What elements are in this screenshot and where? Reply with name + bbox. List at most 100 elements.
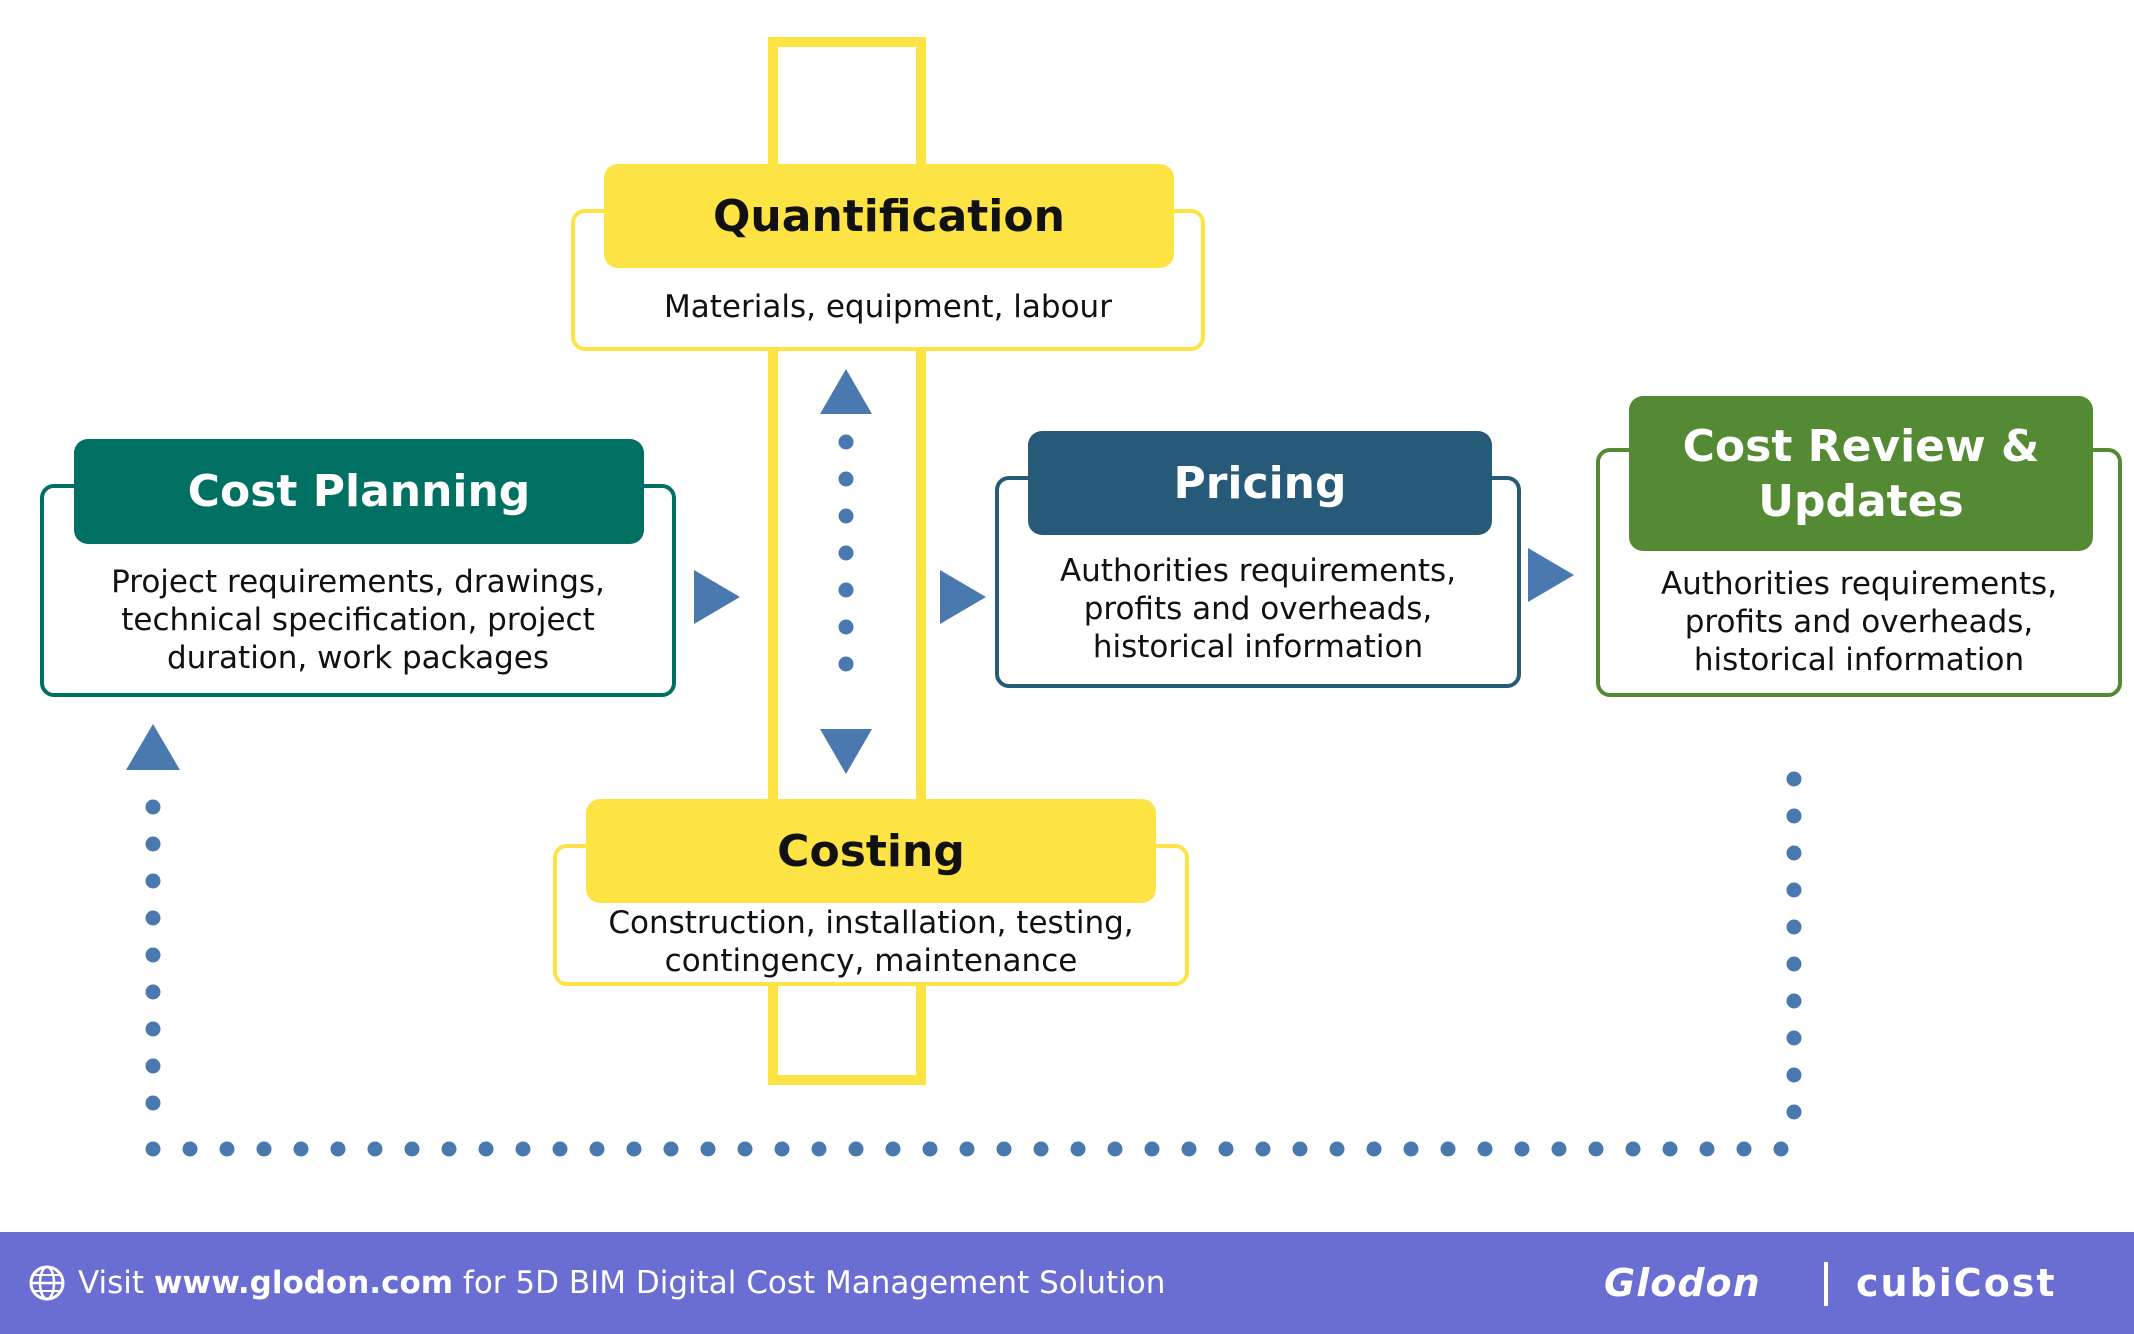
connector-dot bbox=[1786, 993, 1802, 1009]
description-line: duration, work packages bbox=[166, 640, 550, 676]
connector-dot bbox=[663, 1141, 679, 1157]
connector-dot bbox=[1786, 919, 1802, 935]
footer-link-text[interactable]: Visit www.glodon.com for 5D BIM Digital … bbox=[78, 1232, 1165, 1334]
footer-banner: Visit www.glodon.com for 5D BIM Digital … bbox=[0, 1232, 2134, 1334]
connector-dot bbox=[1366, 1141, 1382, 1157]
connector-dot bbox=[1786, 845, 1802, 861]
connector-dot bbox=[478, 1141, 494, 1157]
costing-description: Construction, installation, testing, con… bbox=[557, 903, 1185, 981]
connector-dot bbox=[1773, 1141, 1789, 1157]
connector-dot bbox=[996, 1141, 1012, 1157]
connector-dot bbox=[1255, 1141, 1271, 1157]
connector-dot bbox=[404, 1141, 420, 1157]
connector-dot bbox=[838, 471, 854, 487]
connector-dot bbox=[256, 1141, 272, 1157]
connector-dot bbox=[922, 1141, 938, 1157]
logo-divider bbox=[1824, 1262, 1828, 1306]
footer-visit-label: Visit bbox=[78, 1265, 154, 1301]
vertical-frame bbox=[768, 37, 926, 1085]
connector-dot bbox=[1292, 1141, 1308, 1157]
title-line: Cost Review & bbox=[1682, 420, 2040, 472]
description-line: Authorities requirements, bbox=[1059, 553, 1457, 589]
arrow-right-icon bbox=[1528, 548, 1574, 602]
glodon-logo: Glodon bbox=[1604, 1261, 1761, 1305]
connector-dot bbox=[1786, 882, 1802, 898]
connector-dot bbox=[145, 1021, 161, 1037]
costing-title: Costing bbox=[586, 799, 1156, 903]
connector-dot bbox=[145, 1095, 161, 1111]
connector-dot bbox=[1786, 956, 1802, 972]
connector-dot bbox=[1107, 1141, 1123, 1157]
description-line: Project requirements, drawings, bbox=[111, 564, 605, 600]
connector-dot bbox=[145, 1141, 161, 1157]
description-line: Construction, installation, testing, bbox=[608, 905, 1134, 941]
quantification-title: Quantification bbox=[604, 164, 1174, 268]
connector-dot bbox=[145, 799, 161, 815]
connector-dot bbox=[145, 910, 161, 926]
cost-planning-description: Project requirements, drawings, technica… bbox=[44, 548, 672, 692]
arrow-right-icon bbox=[940, 570, 986, 624]
description-line: profits and overheads, bbox=[1684, 603, 2034, 640]
connector-dot bbox=[589, 1141, 605, 1157]
connector-dot bbox=[848, 1141, 864, 1157]
connector-dot bbox=[1786, 771, 1802, 787]
connector-dot bbox=[145, 836, 161, 852]
dotted-feedback-loop bbox=[145, 771, 1802, 1157]
connector-dot bbox=[1440, 1141, 1456, 1157]
connector-dot bbox=[1477, 1141, 1493, 1157]
description-line: contingency, maintenance bbox=[664, 943, 1078, 979]
arrow-right-icon bbox=[694, 570, 740, 624]
description-line: historical information bbox=[1092, 629, 1424, 665]
connector-dot bbox=[1033, 1141, 1049, 1157]
connector-dot bbox=[959, 1141, 975, 1157]
connector-dot bbox=[700, 1141, 716, 1157]
footer-url[interactable]: www.glodon.com bbox=[153, 1265, 454, 1301]
connector-dot bbox=[737, 1141, 753, 1157]
cost-review-description: Authorities requirements, profits and ov… bbox=[1600, 551, 2118, 692]
cost-review-title: Cost Review & Updates bbox=[1629, 396, 2093, 551]
cubicost-logo: cubiCost bbox=[1856, 1261, 2057, 1305]
title-line: Updates bbox=[1758, 475, 1964, 527]
description-line: technical specification, project bbox=[121, 602, 595, 638]
connector-dot bbox=[1588, 1141, 1604, 1157]
connector-dot bbox=[885, 1141, 901, 1157]
arrow-up-icon bbox=[820, 369, 872, 414]
description-line: Authorities requirements, bbox=[1660, 565, 2058, 602]
description-line: historical information bbox=[1693, 641, 2025, 678]
connector-dot bbox=[1736, 1141, 1752, 1157]
connector-dot bbox=[1181, 1141, 1197, 1157]
connector-dot bbox=[838, 545, 854, 561]
connector-dot bbox=[811, 1141, 827, 1157]
connector-dot bbox=[1329, 1141, 1345, 1157]
description-line: profits and overheads, bbox=[1083, 591, 1433, 627]
connector-dot bbox=[838, 434, 854, 450]
connector-dot bbox=[293, 1141, 309, 1157]
connector-dot bbox=[219, 1141, 235, 1157]
connector-dot bbox=[1786, 1104, 1802, 1120]
connector-dot bbox=[145, 873, 161, 889]
connector-dot bbox=[838, 656, 854, 672]
connector-dot bbox=[330, 1141, 346, 1157]
connector-dot bbox=[1699, 1141, 1715, 1157]
globe-icon bbox=[29, 1265, 65, 1301]
connector-dot bbox=[1218, 1141, 1234, 1157]
connector-dot bbox=[1514, 1141, 1530, 1157]
connector-dot bbox=[1786, 1067, 1802, 1083]
connector-dot bbox=[1786, 808, 1802, 824]
connector-dot bbox=[441, 1141, 457, 1157]
connector-dot bbox=[626, 1141, 642, 1157]
connector-dot bbox=[1551, 1141, 1567, 1157]
connector-dot bbox=[774, 1141, 790, 1157]
connector-dot bbox=[838, 619, 854, 635]
quantification-description: Materials, equipment, labour bbox=[575, 268, 1201, 346]
connector-dot bbox=[552, 1141, 568, 1157]
connector-dot bbox=[145, 947, 161, 963]
connector-dot bbox=[1662, 1141, 1678, 1157]
pricing-description: Authorities requirements, profits and ov… bbox=[999, 535, 1517, 683]
connector-dot bbox=[515, 1141, 531, 1157]
dotted-connector-quantification-costing bbox=[838, 434, 854, 672]
description-line: Materials, equipment, labour bbox=[664, 289, 1112, 325]
connector-dot bbox=[1144, 1141, 1160, 1157]
